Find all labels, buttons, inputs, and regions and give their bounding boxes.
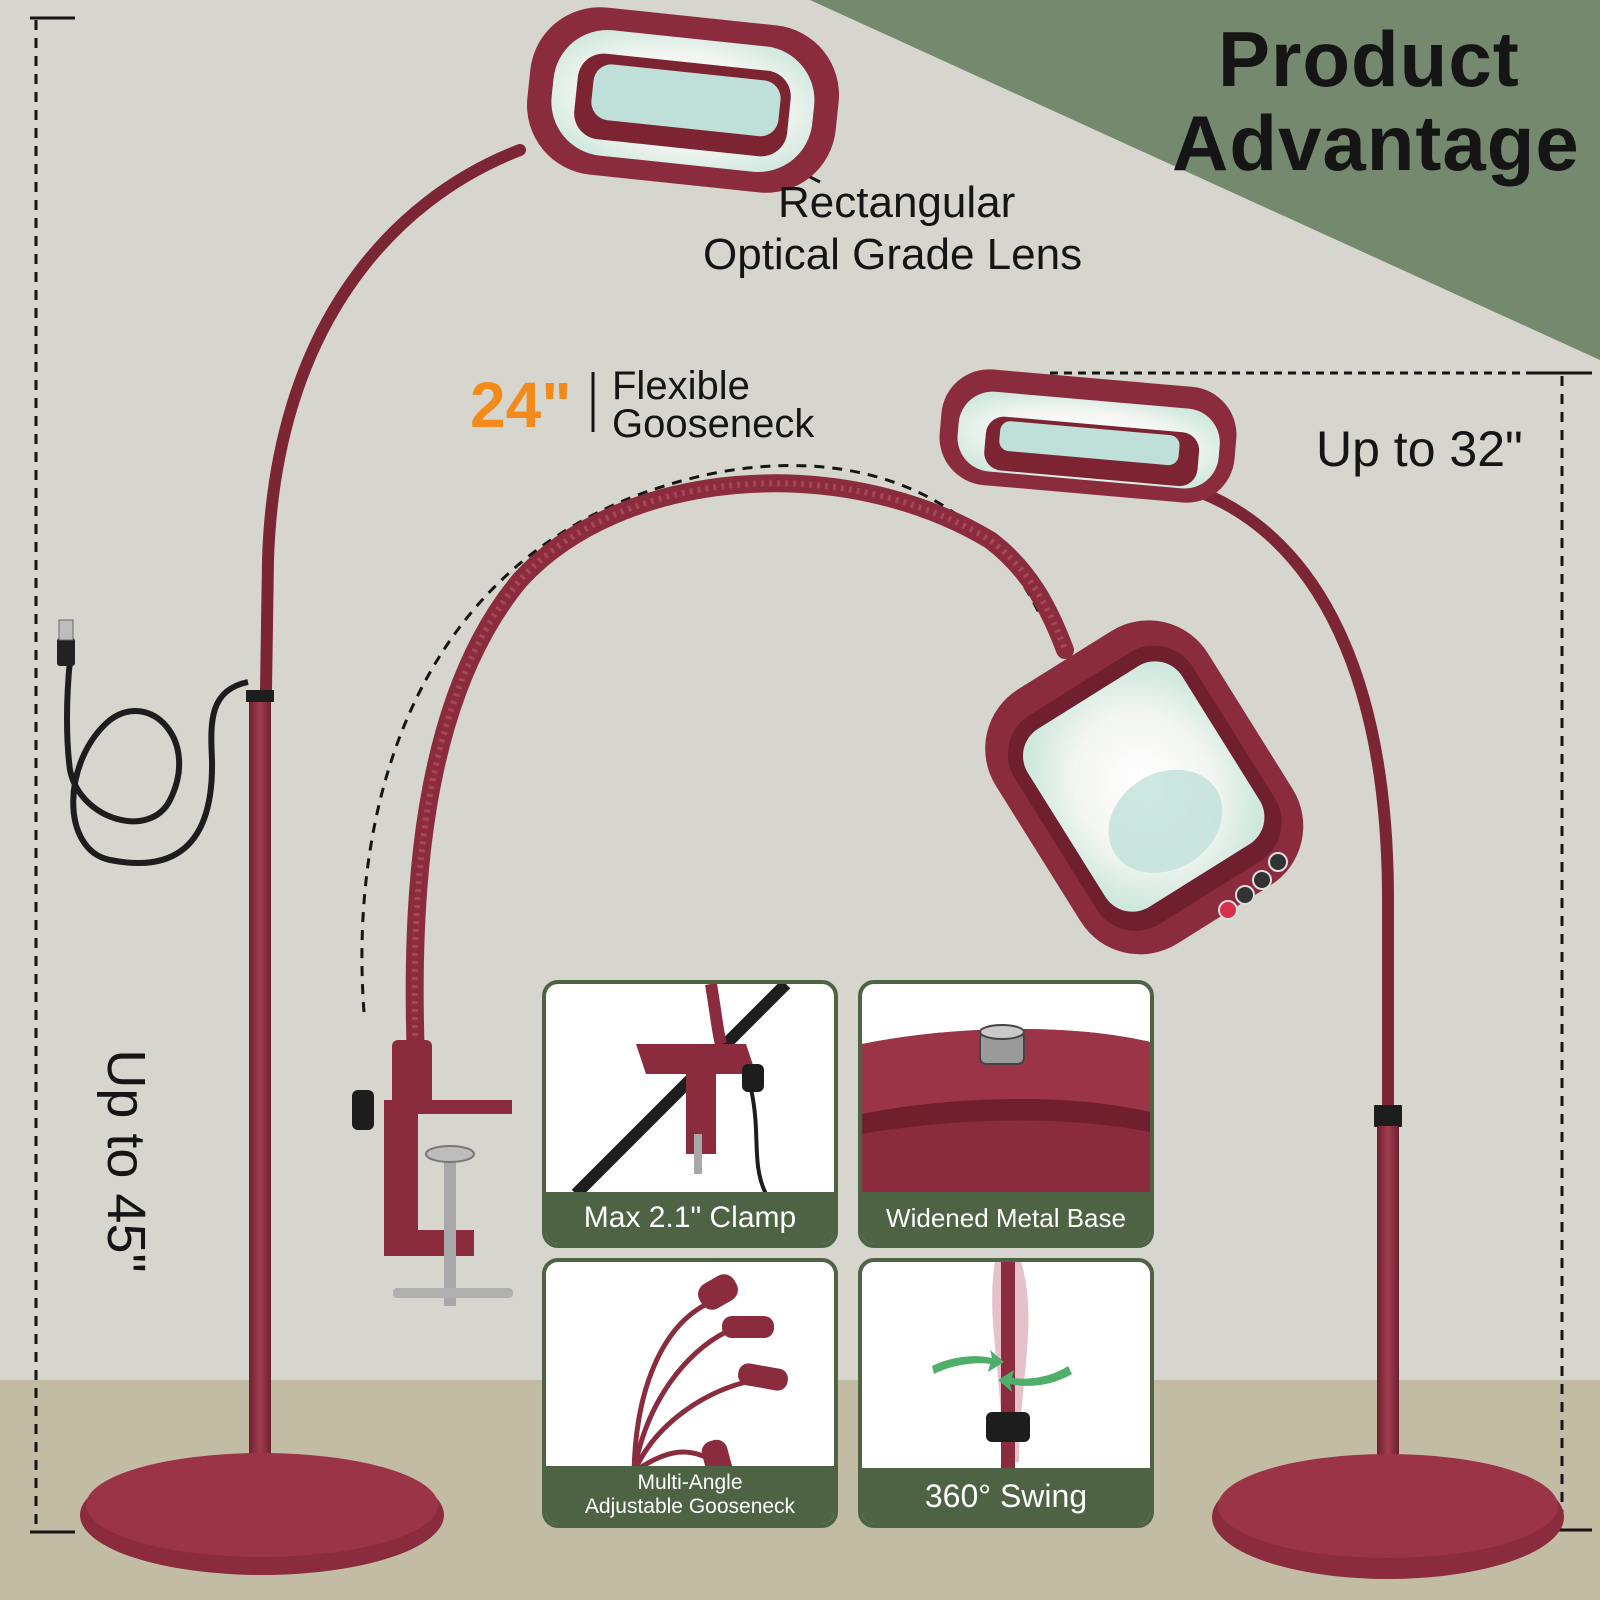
feature-card-swing: 360° Swing — [858, 1258, 1154, 1528]
gooseneck-label-line-1: Flexible — [612, 364, 750, 408]
mode-button-icon — [1268, 852, 1288, 872]
corner-banner — [810, 0, 1600, 360]
height-dimension-tall — [30, 16, 75, 1534]
swing-illustration — [932, 1262, 1072, 1472]
usb-plug-icon — [57, 619, 75, 666]
lens-callout-line-1: Rectangular — [778, 178, 1016, 227]
feature-caption-base: Widened Metal Base — [862, 1192, 1150, 1244]
feature-caption-multi-line-1: Multi-Angle — [637, 1471, 743, 1494]
clamp-lamp — [352, 474, 1304, 1306]
feature-caption-swing: 360° Swing — [862, 1468, 1150, 1524]
height-short-label: Up to 32" — [1316, 421, 1523, 477]
left-floor-lamp — [80, 7, 839, 1575]
feature-caption-multi-line-2: Adjustable Gooseneck — [584, 1495, 796, 1518]
multi-angle-illustration — [631, 1274, 788, 1481]
brightness-button-icon — [1235, 885, 1255, 905]
lens-callout-line-2: Optical Grade Lens — [703, 230, 1083, 279]
feature-card-multi-angle: Multi-Angle Adjustable Gooseneck — [542, 1258, 838, 1528]
power-button-icon — [1218, 900, 1238, 920]
gooseneck-label-line-2: Gooseneck — [612, 402, 815, 446]
title-line-2: Advantage — [1172, 99, 1580, 187]
feature-card-base: Widened Metal Base — [858, 980, 1154, 1248]
feature-caption-multi-angle: Multi-Angle Adjustable Gooseneck — [546, 1466, 834, 1524]
gooseneck-length: 24" — [470, 369, 572, 441]
base-closeup-illustration — [862, 1024, 1150, 1194]
color-temp-button-icon — [1252, 870, 1272, 890]
feature-caption-clamp: Max 2.1" Clamp — [546, 1192, 834, 1244]
title-line-1: Product — [1218, 15, 1520, 103]
right-floor-lamp — [939, 369, 1564, 1579]
usb-cable — [64, 659, 249, 867]
height-tall-label: Up to 45" — [96, 1049, 156, 1273]
feature-card-clamp: Max 2.1" Clamp — [542, 980, 838, 1248]
clamp-closeup-illustration — [571, 984, 791, 1199]
swing-arrows-icon — [932, 1350, 1072, 1392]
